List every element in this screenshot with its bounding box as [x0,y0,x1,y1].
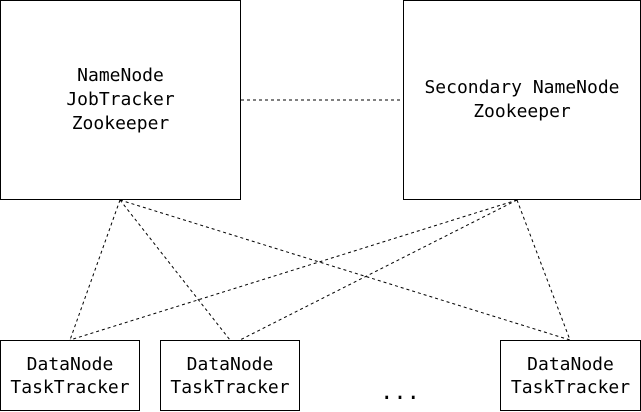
secondary-node-box: Secondary NameNode Zookeeper [403,0,641,200]
worker-node-box-2: DataNode TaskTracker [160,340,300,411]
connector-secondary-worker-2 [239,199,518,341]
connector-secondary-worker-3 [516,199,571,341]
master-line-namenode: NameNode [77,65,164,86]
secondary-line-namenode: Secondary NameNode [424,77,620,98]
worker-3-line-datanode: DataNode [527,353,614,375]
worker-1-line-datanode: DataNode [26,353,114,375]
connector-secondary-worker-1 [69,199,518,341]
worker-1-line-tasktracker: TaskTracker [10,376,130,398]
master-line-jobtracker: JobTracker [66,89,175,110]
worker-node-box-3: DataNode TaskTracker [500,340,641,411]
master-line-zookeeper: Zookeeper [71,113,170,134]
secondary-line-zookeeper: Zookeeper [473,101,571,122]
more-workers-ellipsis: ... [380,380,420,405]
master-node-box: NameNode JobTracker Zookeeper [0,0,241,200]
worker-2-line-datanode: DataNode [186,353,274,375]
connector-master-worker-3 [119,199,571,341]
connector-master-worker-1 [69,199,121,341]
worker-2-line-tasktracker: TaskTracker [170,376,290,398]
worker-node-box-1: DataNode TaskTracker [0,340,140,411]
worker-3-line-tasktracker: TaskTracker [510,376,631,398]
